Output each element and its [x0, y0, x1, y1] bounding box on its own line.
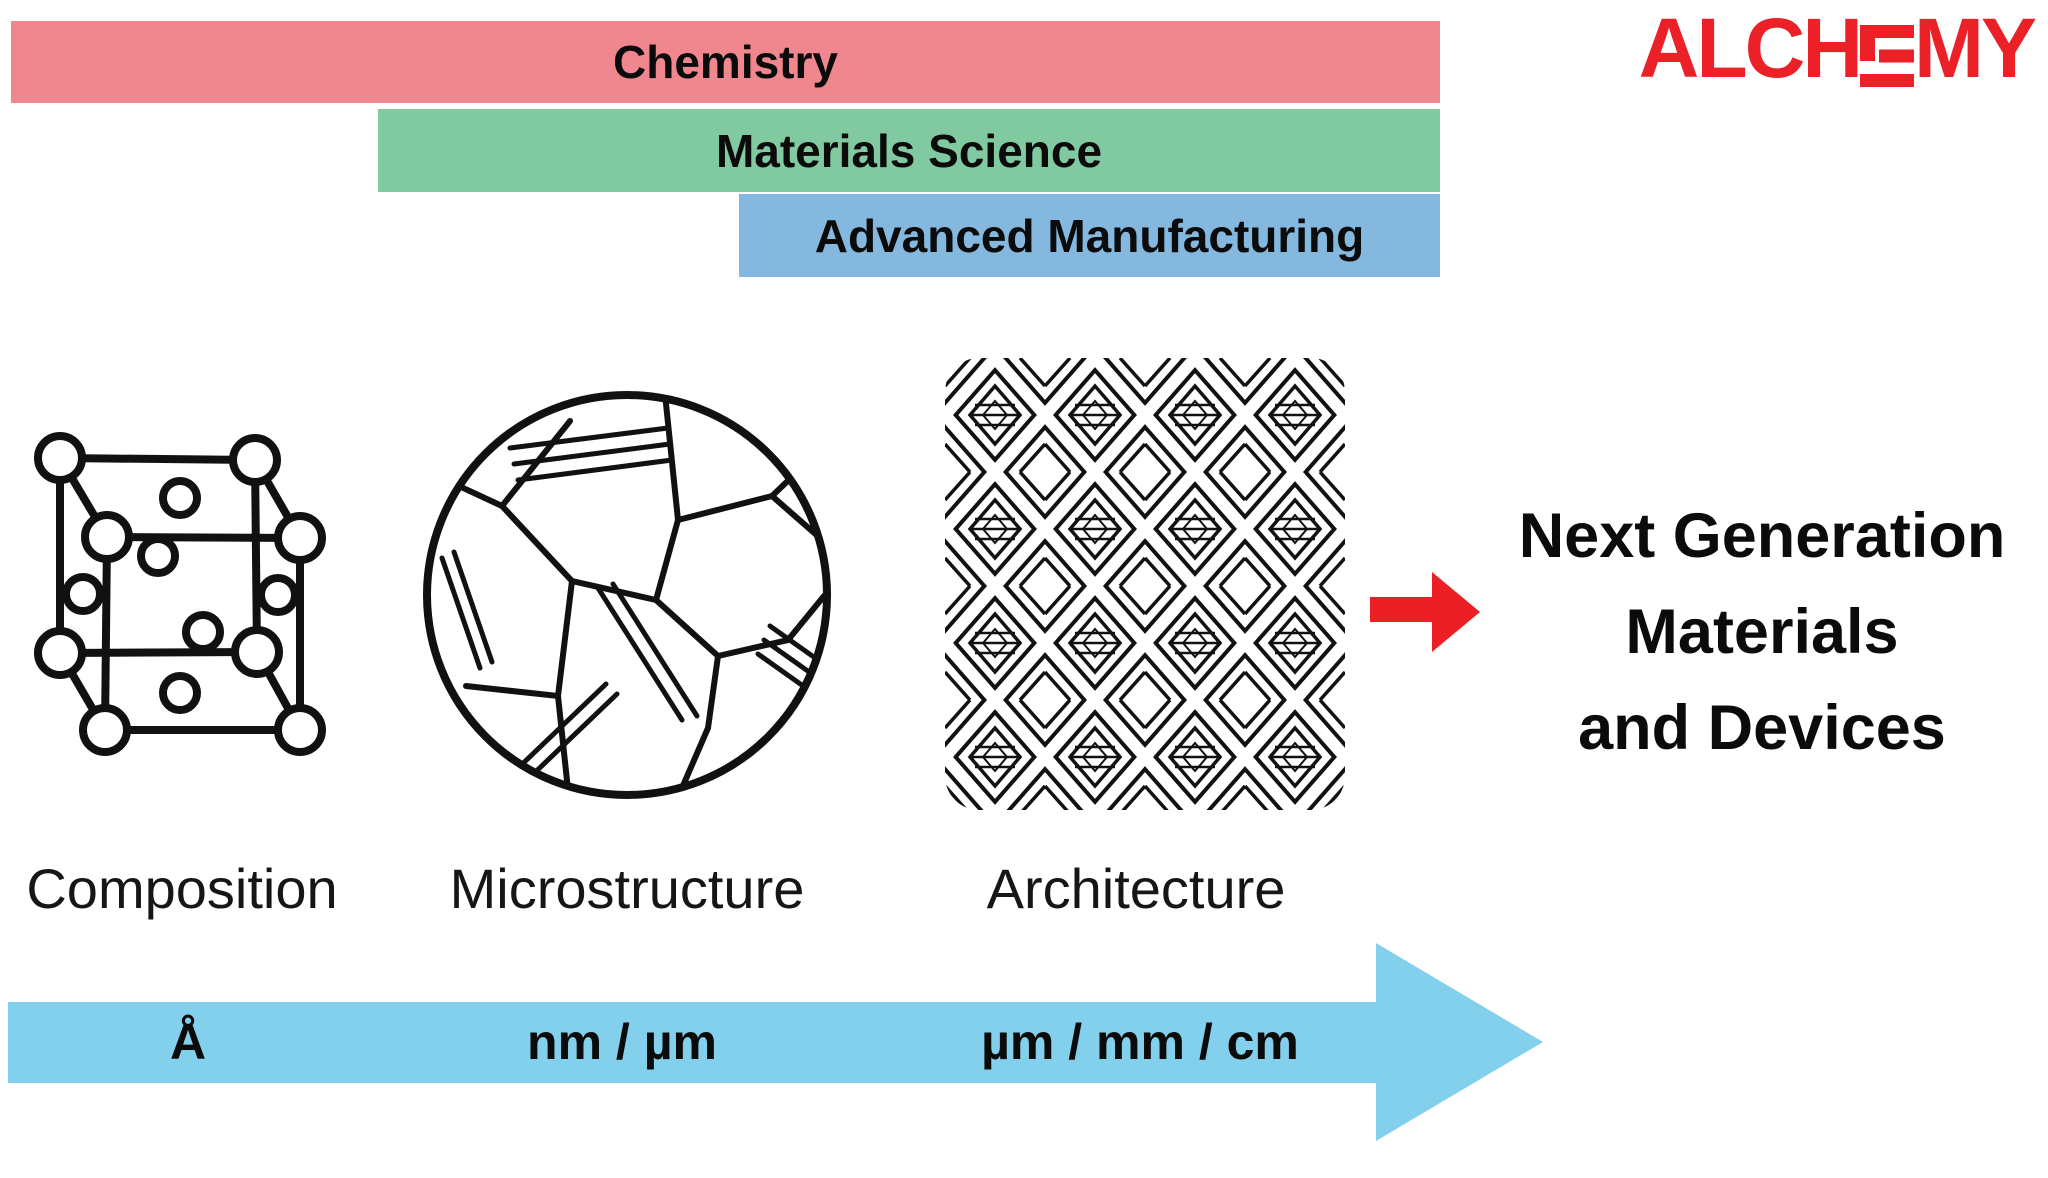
- stylized-e-glyph: [1859, 25, 1914, 87]
- corner-atoms: [34, 432, 326, 756]
- face-center-atoms: [62, 477, 299, 714]
- bar-materials-science: Materials Science: [378, 109, 1440, 192]
- scale-label-um-mm-cm: µm / mm / cm: [981, 1014, 1299, 1070]
- grain-circle-outline: [423, 391, 831, 799]
- outcome-line-1: Next Generation: [1518, 501, 2006, 571]
- bar-materials-science-label: Materials Science: [715, 124, 1103, 177]
- scale-label-angstrom: Å: [169, 1014, 207, 1070]
- octet-truss-lattice-icon: [945, 358, 1345, 810]
- polycrystalline-grain-circle-icon: [423, 391, 831, 799]
- bar-chemistry-label: Chemistry: [613, 36, 838, 88]
- stage-label-microstructure: Microstructure: [449, 857, 805, 920]
- fcc-crystal-unit-cell-icon: [34, 432, 326, 756]
- lattice-fill: [945, 358, 1345, 810]
- length-scale-right-arrow-icon: [8, 943, 1543, 1141]
- bar-advanced-manufacturing: Advanced Manufacturing: [739, 194, 1440, 277]
- stage-label-composition: Composition: [26, 857, 338, 920]
- bar-advanced-manufacturing-label: Advanced Manufacturing: [814, 209, 1365, 262]
- outcome-line-3: and Devices: [1578, 693, 1946, 763]
- outcome-text: Next Generation Materials and Devices: [1519, 488, 2006, 776]
- twin-boundaries: [439, 425, 821, 783]
- outcome-line-2: Materials: [1625, 597, 1899, 667]
- right-arrow-icon: [1370, 572, 1480, 652]
- stage-label-architecture: Architecture: [986, 857, 1286, 920]
- bar-chemistry: Chemistry: [11, 21, 1440, 103]
- scale-label-nm-um: nm / µm: [527, 1014, 717, 1070]
